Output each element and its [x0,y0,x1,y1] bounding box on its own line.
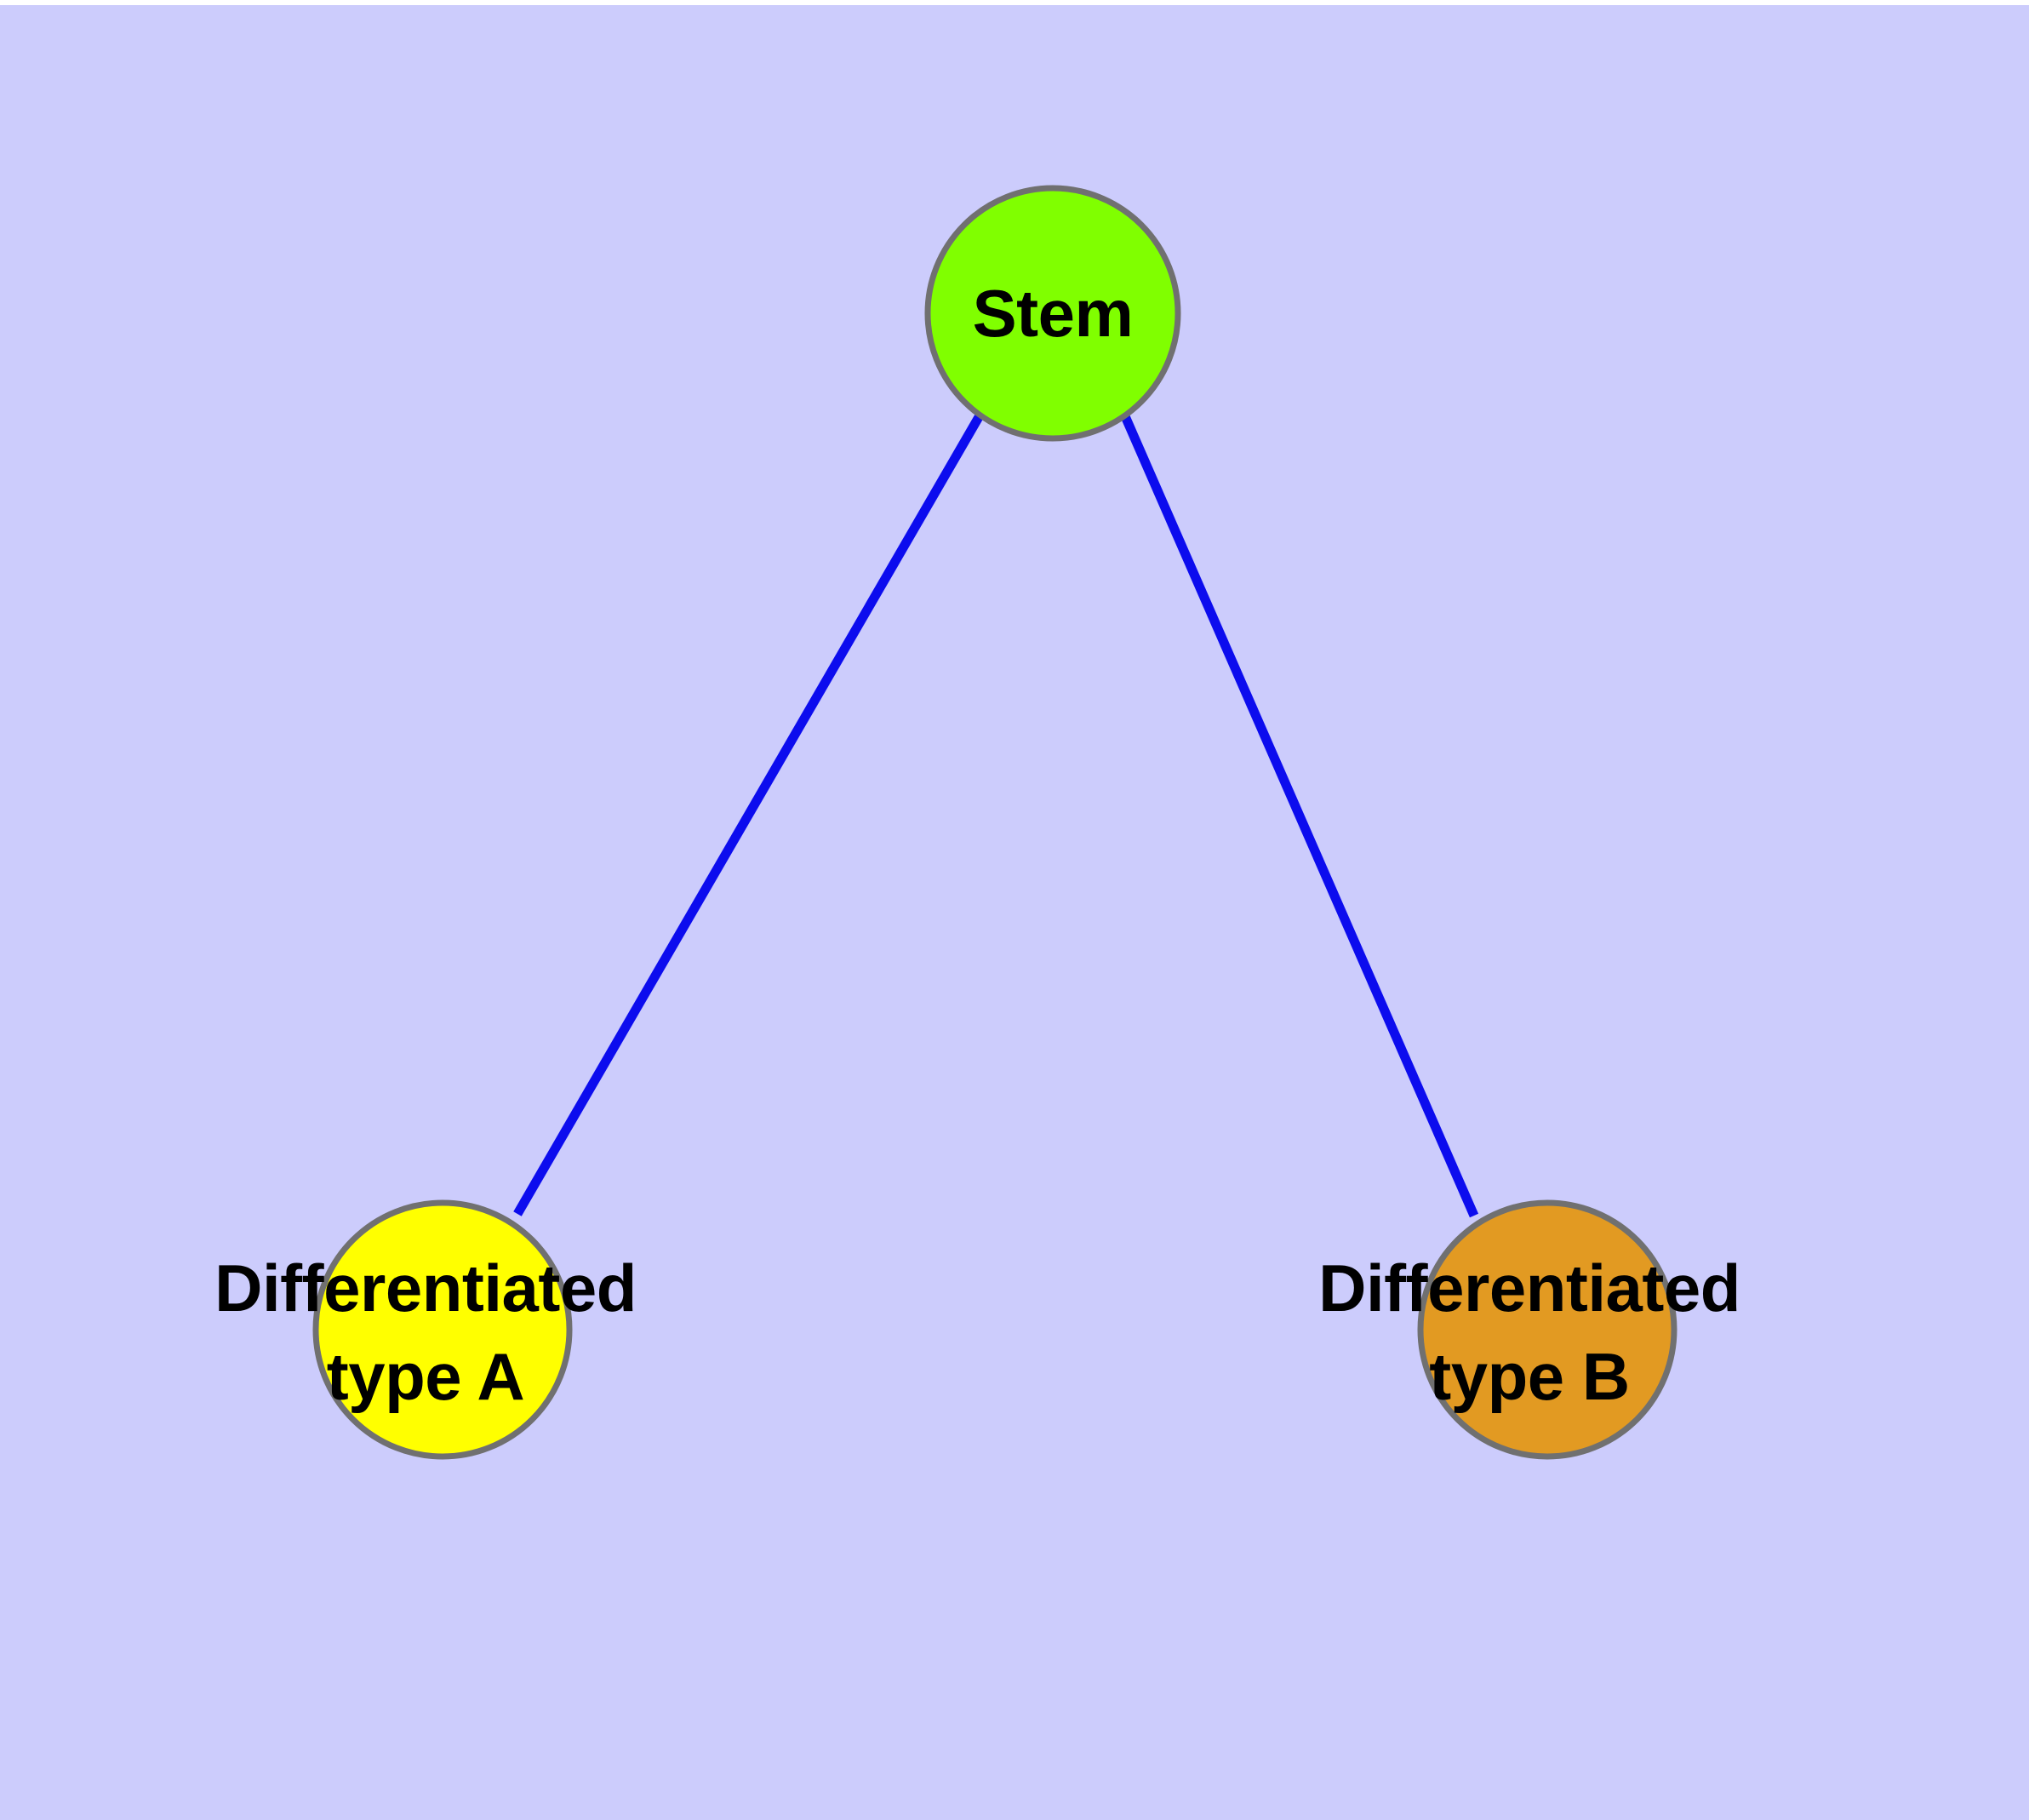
edge-stem-to-differentiated-type-a [513,415,983,1216]
edge-layer [513,414,1479,1218]
edge-stem-to-differentiated-type-b [1120,414,1479,1218]
node-stem[interactable] [924,185,1181,442]
node-differentiated-type-b[interactable] [1417,1199,1677,1460]
node-differentiated-type-a[interactable] [312,1199,573,1460]
node-layer [312,185,1677,1460]
